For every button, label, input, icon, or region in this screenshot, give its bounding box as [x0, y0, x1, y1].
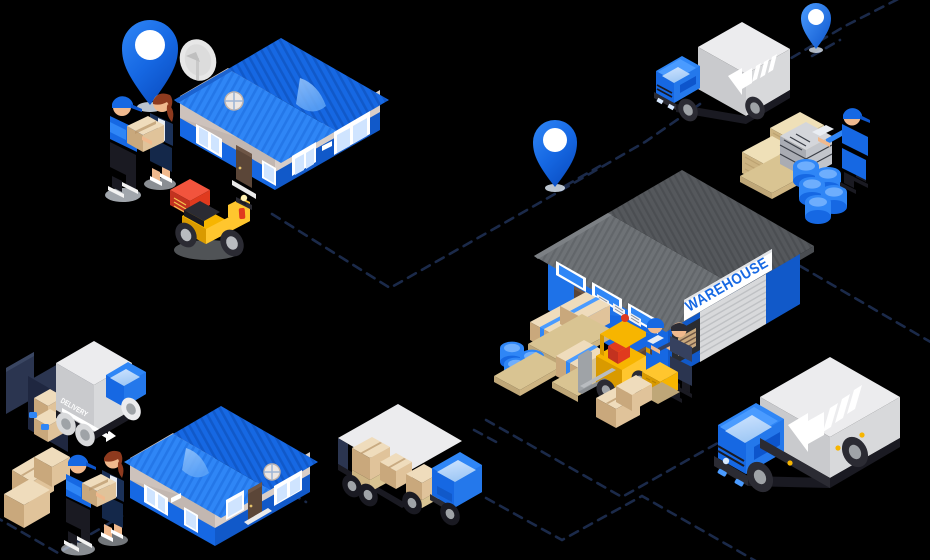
route-cross-b — [484, 494, 757, 560]
scooter-tail-light — [238, 207, 246, 220]
route-pin-corner-stub — [810, 38, 842, 58]
parcel-box-handover — [127, 116, 164, 152]
van-wheel-rear — [56, 412, 76, 436]
delivery-scooter — [170, 179, 252, 260]
route-semi-tail-right — [472, 428, 502, 446]
house2-roof-back — [173, 406, 318, 490]
semi-cargo-boxes — [352, 437, 440, 508]
house-window-left-2 — [262, 160, 276, 186]
truck2-arrow-logo — [788, 385, 862, 452]
van-windshield — [110, 369, 140, 386]
scooter-headlight — [240, 194, 248, 202]
truck-windshield — [662, 67, 690, 83]
truck-wheel-front — [678, 98, 698, 122]
semi-trailer-roof — [338, 404, 462, 475]
truck2-windshield — [725, 415, 772, 443]
map-pin-far-corner[interactable] — [801, 3, 831, 53]
house-top-left — [174, 38, 389, 199]
semi-windshield — [437, 460, 476, 482]
barrels-warehouse — [494, 341, 562, 396]
scooter-wheel-rear — [175, 222, 197, 248]
house-window-right-1 — [292, 142, 316, 176]
truck2-wheel-rear — [841, 436, 869, 468]
route-pin-midpoint-stub — [563, 164, 602, 188]
delivery-van-left: DELIVERY — [6, 341, 146, 452]
box-stack-bottomleft — [4, 447, 70, 528]
parcel-box-handover-2 — [82, 474, 116, 507]
satellite-dish-icon — [179, 39, 217, 81]
map-pin-home-origin[interactable] — [122, 20, 178, 112]
box-stack-warehouse — [596, 375, 652, 428]
worker-crates — [812, 108, 870, 194]
van-wheel-mid — [75, 423, 95, 447]
van-side-marker-2 — [41, 424, 49, 430]
van-wheel-front — [121, 397, 141, 421]
clipboard-icon-warehouse — [647, 335, 664, 344]
house2-roof-skylight — [182, 448, 209, 478]
house2-window-right-1 — [226, 490, 244, 520]
people-bottom-left — [61, 450, 128, 556]
house-roof-front — [174, 69, 336, 163]
clipboard-icon — [812, 125, 834, 136]
semi-wheels — [342, 474, 460, 526]
house2-door — [244, 482, 272, 525]
courier-top-left — [105, 96, 164, 202]
house-door — [232, 145, 256, 199]
house2-window-right-2 — [274, 470, 302, 506]
roof-skylight — [296, 78, 326, 112]
route-truck-top-east — [776, 0, 900, 68]
house-window-left-1 — [196, 124, 222, 158]
barrels-topright — [793, 159, 847, 224]
truck-top-right — [654, 22, 790, 124]
courier-bottom-left — [61, 454, 116, 556]
cargo-yard-top-right — [740, 108, 870, 224]
van-side-marker — [29, 412, 37, 418]
truck-cargo-left — [698, 47, 746, 116]
house-vent — [322, 141, 332, 151]
route-warehouse-east — [798, 264, 930, 344]
truck-wheel-rear — [745, 96, 765, 120]
truck-bottom-right — [714, 357, 900, 493]
house2-window-left-1 — [144, 484, 168, 516]
route-home-to-warehouse — [270, 102, 702, 290]
house-bottom-left — [124, 406, 318, 546]
truck2-wheel-front — [746, 461, 774, 493]
forklift-beacon — [621, 314, 629, 322]
truck-arrow-logo — [728, 54, 777, 95]
house2-window-left-2 — [184, 507, 198, 533]
house2-vent — [171, 493, 181, 503]
house-window-right-2 — [334, 111, 370, 155]
scooter-wheel-front — [220, 229, 244, 257]
semi-truck-bottom — [338, 404, 482, 526]
warehouse-yard — [494, 292, 692, 428]
people-top-left — [105, 93, 176, 202]
route-bottom-left-tail — [0, 514, 124, 555]
map-pin-mid-route[interactable] — [533, 120, 577, 192]
